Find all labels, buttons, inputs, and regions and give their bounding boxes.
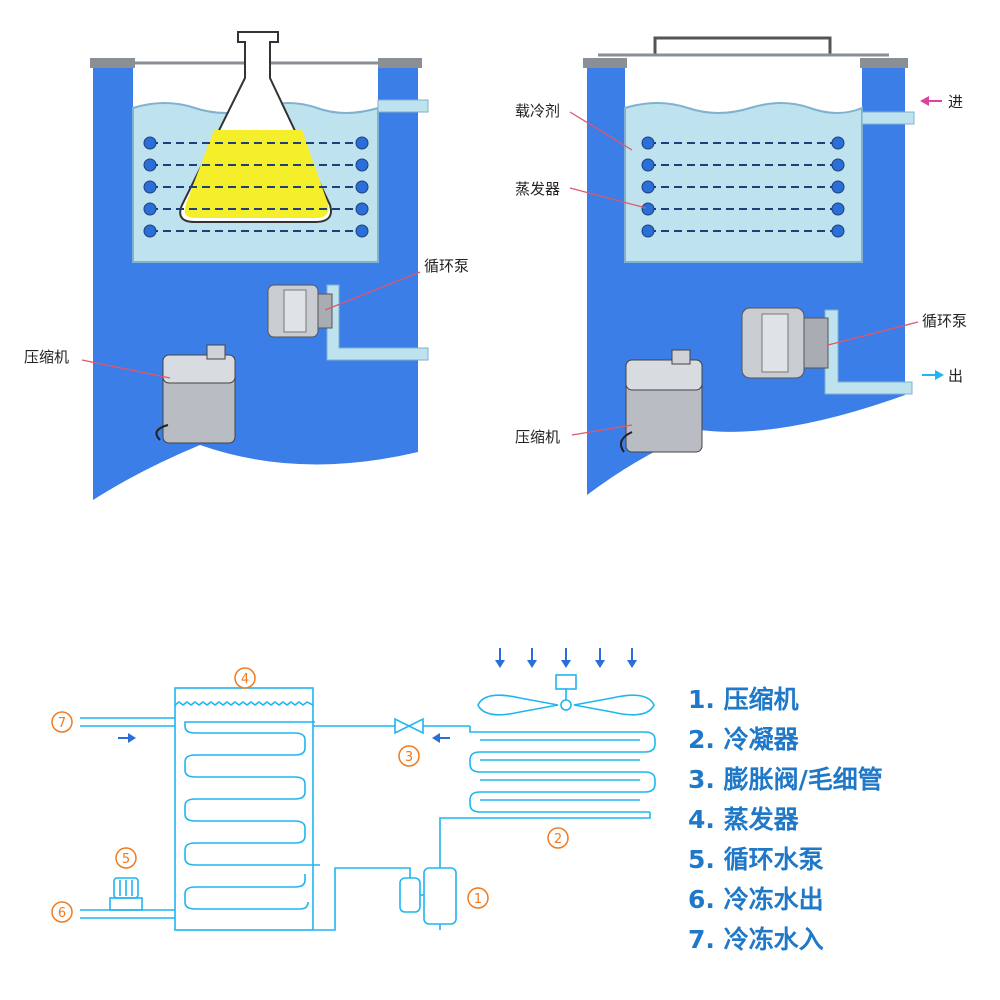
marker-2-label: 2 <box>554 832 562 847</box>
left-coil-ends <box>143 136 369 238</box>
right-pump-leader <box>827 321 919 346</box>
right-tank-rim-right <box>860 58 908 68</box>
schematic-compressor-icon <box>399 867 457 930</box>
right-inlet-pipe <box>861 111 915 125</box>
right-compressor <box>619 349 703 453</box>
airflow-arrows <box>495 648 637 668</box>
right-coil-ends <box>641 136 845 238</box>
marker-3-label: 3 <box>405 750 413 765</box>
evaporator-serpentine <box>184 721 320 866</box>
legend-item-5: 5. 循环水泵 <box>688 845 824 874</box>
left-inlet-pipe <box>377 99 429 113</box>
left-tank-rim-left <box>90 58 135 68</box>
left-compressor <box>155 344 236 444</box>
evaporator-tank <box>174 687 314 931</box>
right-liquid <box>624 102 863 263</box>
marker-3 <box>398 745 420 767</box>
condenser-fan-icon <box>477 674 655 716</box>
schematic <box>80 674 656 931</box>
right-tank: 载冷剂 蒸发器 循环泵 压缩机 进 出 <box>515 36 967 495</box>
right-tank-lid <box>600 36 887 57</box>
legend: 1. 压缩机 2. 冷凝器 3. 膨胀阀/毛细管 4. 蒸发器 5. 循环水泵 … <box>688 685 883 954</box>
condenser-inner <box>480 739 640 801</box>
condenser-serpentine <box>469 726 656 813</box>
evaporator-label: 蒸发器 <box>515 180 560 198</box>
schematic-flow-arrows <box>118 733 450 743</box>
right-tank-rim-left <box>583 58 627 68</box>
coolant-label: 载冷剂 <box>515 102 560 120</box>
legend-item-7: 7. 冷冻水入 <box>688 925 824 954</box>
marker-4-label: 4 <box>241 672 249 687</box>
evaporator-leader <box>569 187 647 209</box>
left-pump <box>267 284 333 338</box>
evaporator-serpentine-lower <box>184 874 309 910</box>
schematic-markers <box>51 667 569 923</box>
left-evaporator-coils <box>150 142 362 232</box>
marker-7 <box>51 711 73 733</box>
right-pump-label: 循环泵 <box>922 312 967 330</box>
refrigerant-line-compressor-to-evaporator <box>313 867 411 931</box>
left-compressor-label: 压缩机 <box>24 348 69 366</box>
marker-5-label: 5 <box>122 852 130 867</box>
left-pump-leader <box>324 271 421 311</box>
legend-item-6: 6. 冷冻水出 <box>688 885 824 914</box>
right-pump <box>741 307 829 379</box>
outlet-label: 出 <box>948 367 963 385</box>
schematic-marker-numbers: 4 7 3 2 5 1 6 <box>58 672 562 921</box>
marker-6 <box>51 901 73 923</box>
left-compressor-leader <box>81 359 171 379</box>
left-tank: 循环泵 压缩机 <box>24 31 469 500</box>
marker-1 <box>467 887 489 909</box>
legend-item-4: 4. 蒸发器 <box>688 805 800 834</box>
legend-item-2: 2. 冷凝器 <box>688 725 800 754</box>
marker-4 <box>234 667 256 689</box>
evaporator-water-line <box>174 701 314 706</box>
right-evaporator-coils <box>648 142 838 232</box>
marker-2 <box>547 827 569 849</box>
inlet-label: 进 <box>948 93 963 111</box>
outlet-arrow <box>922 370 944 380</box>
expansion-valve-icon <box>394 717 424 735</box>
left-pump-label: 循环泵 <box>424 257 469 275</box>
right-compressor-leader <box>571 424 633 436</box>
marker-5 <box>115 847 137 869</box>
right-compressor-label: 压缩机 <box>515 428 560 446</box>
right-outlet-pipe <box>824 309 913 395</box>
marker-7-label: 7 <box>58 716 66 731</box>
coolant-leader <box>569 111 633 151</box>
marker-6-label: 6 <box>58 906 66 921</box>
legend-item-3: 3. 膨胀阀/毛细管 <box>688 765 883 794</box>
left-tank-rim-right <box>378 58 422 68</box>
inlet-arrow <box>920 96 942 106</box>
marker-1-label: 1 <box>474 892 482 907</box>
legend-item-1: 1. 压缩机 <box>688 685 799 714</box>
left-outlet-pipe <box>326 284 429 361</box>
water-pump-icon <box>109 877 143 911</box>
refrigerant-line-to-compressor <box>439 812 651 868</box>
flask-liquid <box>184 130 329 218</box>
